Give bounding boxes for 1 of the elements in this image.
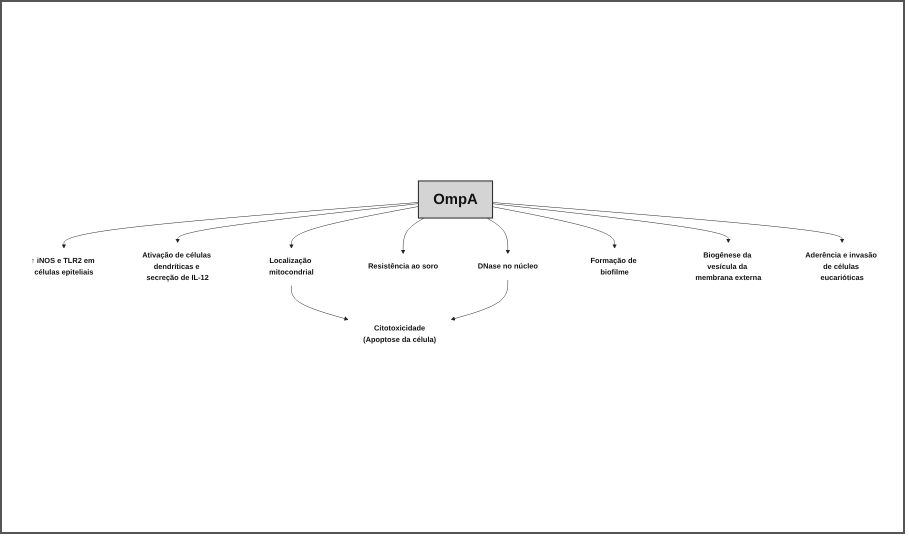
node-box: OmpA bbox=[417, 180, 493, 219]
